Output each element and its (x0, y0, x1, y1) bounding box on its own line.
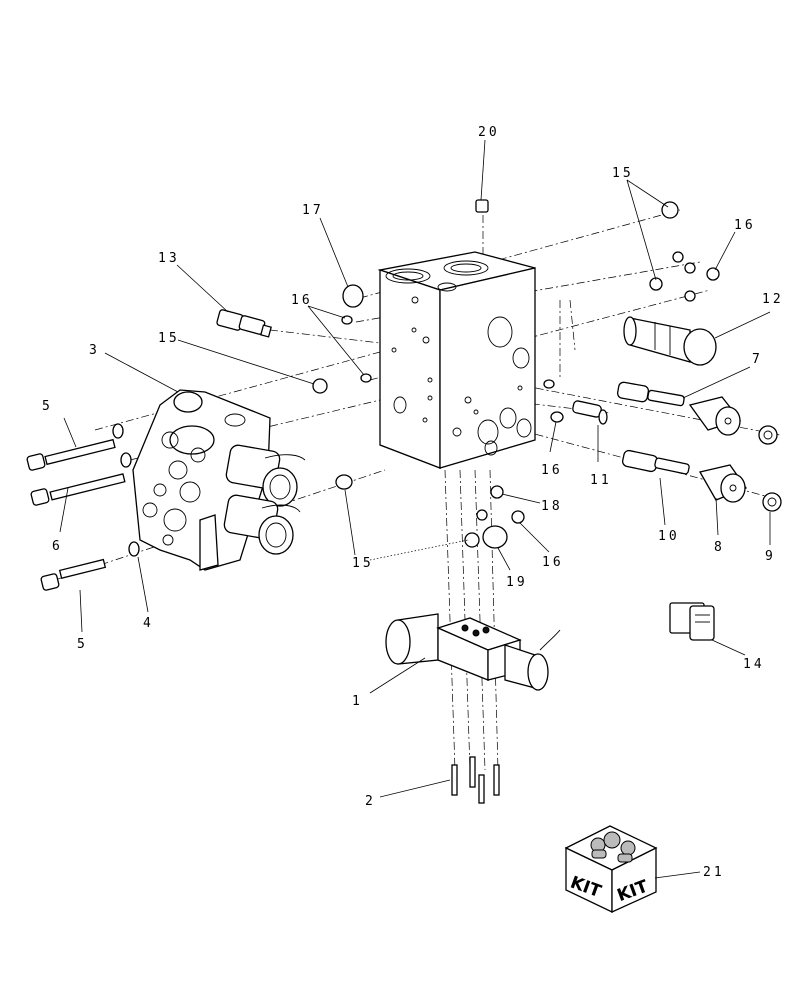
callout-2: 2 (365, 794, 376, 809)
coils-and-nuts (688, 396, 782, 512)
washer-middle (120, 452, 132, 468)
callout-13: 13 (158, 251, 180, 266)
cartridge-10 (621, 449, 690, 475)
callout-14: 14 (743, 657, 765, 672)
plug-19 (482, 525, 508, 549)
valve-screws (451, 756, 500, 804)
callout-20: 20 (478, 125, 500, 140)
washer-upper (112, 423, 124, 439)
callout-7: 7 (752, 352, 763, 367)
bolt-lower (40, 558, 107, 591)
plug-18 (490, 485, 504, 499)
directional-valve (385, 613, 561, 691)
callout-17: 17 (302, 203, 324, 218)
cartridge-valve (623, 316, 717, 366)
valve-block (377, 251, 536, 469)
callout-5-bottom: 5 (77, 637, 88, 652)
washer-lower (128, 541, 140, 557)
leader-lines (59, 139, 771, 879)
callout-18: 18 (541, 499, 563, 514)
callout-10: 10 (658, 529, 680, 544)
callout-8: 8 (714, 540, 725, 555)
callout-19: 19 (506, 575, 528, 590)
callout-11: 11 (590, 473, 612, 488)
cartridge-11 (572, 400, 608, 425)
cartridge-7 (616, 381, 685, 407)
callout-1: 1 (352, 694, 363, 709)
callout-15-top: 15 (612, 166, 634, 181)
callout-15-left: 15 (158, 331, 180, 346)
callout-3: 3 (89, 343, 100, 358)
sensor-fitting (216, 309, 272, 338)
electrical-connector (669, 602, 715, 641)
callout-16-mid: 16 (541, 463, 563, 478)
callout-6: 6 (52, 539, 63, 554)
callout-21: 21 (703, 865, 725, 880)
callout-15-bottom: 15 (352, 556, 374, 571)
callout-12: 12 (762, 292, 784, 307)
bolt-middle (30, 473, 126, 506)
callout-9: 9 (765, 549, 776, 564)
callout-16-bottom: 16 (542, 555, 564, 570)
valve-section-assembly (132, 389, 306, 571)
mounting-bolts (26, 423, 140, 591)
plug-17 (342, 284, 364, 308)
callout-labels: 20 15 16 17 16 13 15 3 12 7 11 16 18 16 … (42, 125, 784, 880)
plugs-and-caps (312, 199, 720, 549)
callout-5-top: 5 (42, 399, 53, 414)
bolt-upper (26, 438, 116, 471)
callout-4: 4 (143, 616, 154, 631)
plug-20 (475, 199, 489, 213)
callout-16-left: 16 (291, 293, 313, 308)
callout-16-right: 16 (734, 218, 756, 233)
kit-box: KIT KIT (564, 825, 658, 914)
